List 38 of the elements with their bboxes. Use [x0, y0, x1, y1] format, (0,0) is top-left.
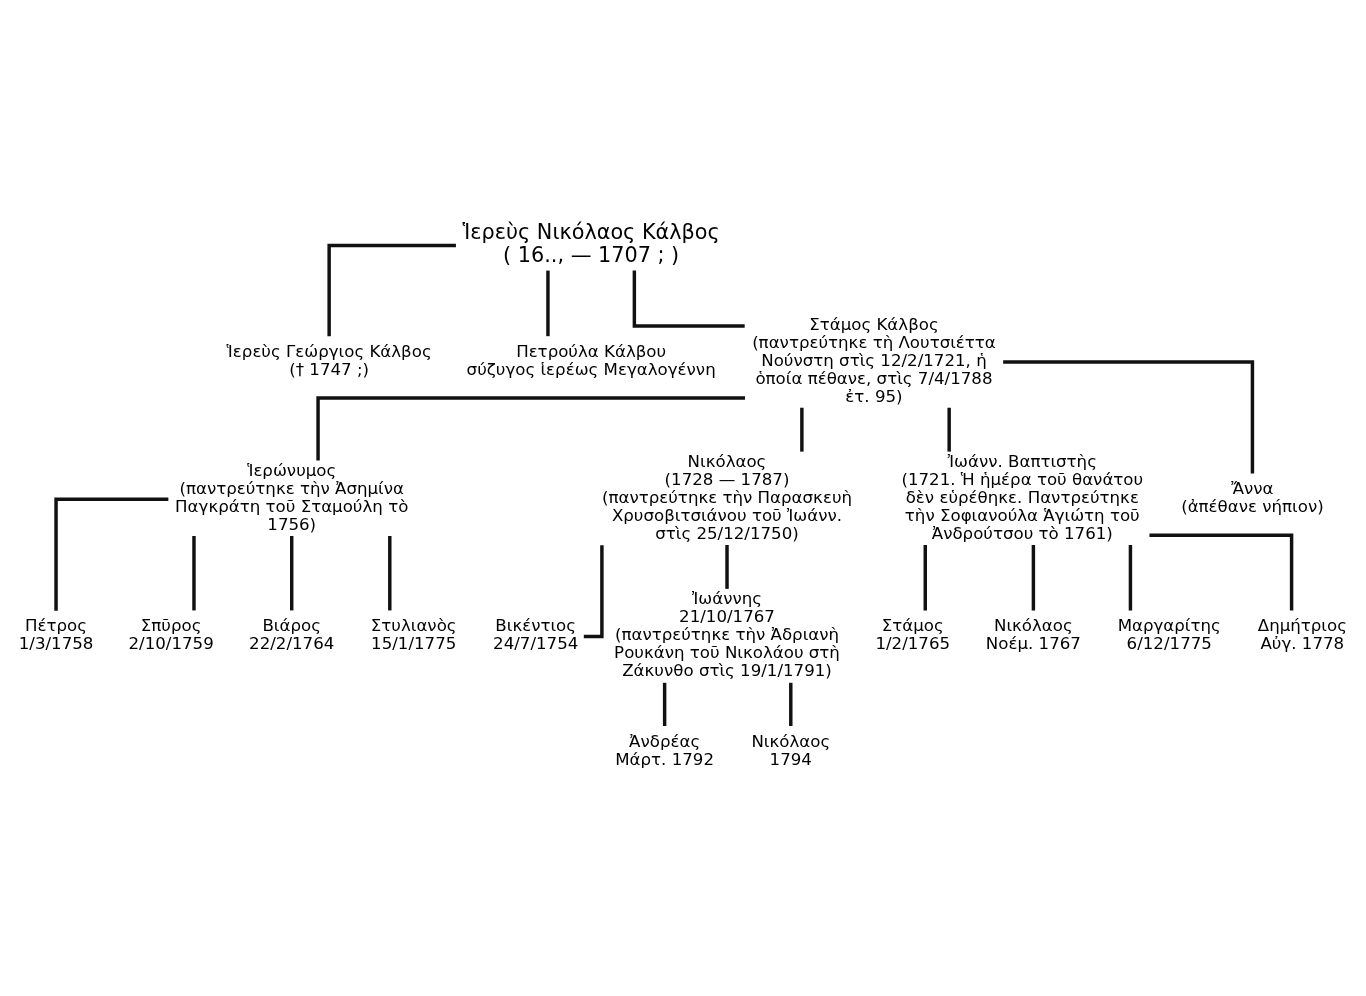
node-text: Ἱερώνυμος (παντρεύτηκε τὴν Ἀσημίνα Παγκράτη τοῦ Σταμούλη τὸ 1756)	[175, 460, 409, 534]
connector	[632, 270, 745, 328]
connector	[1003, 359, 1255, 473]
connector	[923, 544, 927, 611]
node-text: Ἰωάννης 21/10/1767 (παντρεύτηκε τὴν Ἀδριανὴ Ρουκάνη τοῦ Νικολάου στὴ Ζάκυνθο στὶς 19/1/1791)	[614, 588, 840, 680]
connector	[662, 682, 667, 726]
connector	[546, 270, 550, 336]
node-text: Δημήτριος Αὐγ. 1778	[1257, 615, 1347, 653]
node-text: Βικέντιος 24/7/1754	[493, 615, 579, 653]
node-text: Πέτρος 1/3/1758	[18, 615, 94, 653]
node-text: Μαργαρίτης 6/12/1775	[1117, 615, 1221, 653]
connector	[192, 535, 196, 610]
node-text: Στάμος 1/2/1765	[875, 615, 951, 653]
node-text: Στυλιανὸς 15/1/1775	[370, 615, 457, 653]
connector	[1128, 544, 1133, 611]
node-text: Ἄννα (ἀπέθανε νήπιον)	[1181, 478, 1324, 516]
node-text: Ἰωάνν. Βαπτιστὴς (1721. Ἡ ἡμέρα τοῦ θανάτου δὲν εὑρέθηκε. Παντρεύτηκε τὴν Σοφιανούλα Ἁγιώτη τοῦ Ἀνδρούτσου τὸ 1761)	[901, 451, 1144, 543]
node-text: Ἱερεὺς Γεώργιος Κάλβος († 1747 ;)	[226, 341, 432, 379]
node-text: Νικόλαος 1794	[751, 731, 831, 769]
connector	[800, 407, 804, 452]
node-text: Πετρούλα Κάλβου σύζυγος ἱερέως Μεγαλογέννη	[466, 341, 716, 379]
connector	[388, 535, 392, 610]
connector	[316, 395, 745, 460]
connector	[1149, 533, 1294, 610]
connector	[947, 407, 951, 452]
node-text: Νικόλαος (1728 — 1787) (παντρεύτηκε τὴν Παρασκευὴ Χρυσοβιτσιάνου τοῦ Ἰωάνν. στὶς 25/12/1750)	[601, 451, 853, 543]
node-text: Σπῦρος 2/10/1759	[128, 615, 214, 653]
node-text: Στάμος Κάλβος (παντρεύτηκε τὴ Λουτσιέττα Νούνστη στὶς 12/2/1721, ἡ ὁποία πέθανε, στὶς 7/4/1788 ἐτ. 95)	[752, 314, 996, 406]
node-text: Βιάρος 22/2/1764	[249, 615, 335, 653]
connector	[1031, 544, 1036, 611]
connector	[54, 496, 169, 611]
node-text: Νικόλαος Νοέμ. 1767	[985, 615, 1081, 653]
connector	[327, 243, 456, 336]
connector	[289, 535, 294, 610]
connector	[789, 682, 793, 726]
node-text: Ἱερεὺς Νικόλαος Κάλβος ( 16.., — 1707 ; )	[462, 219, 720, 267]
connector	[725, 544, 729, 589]
node-text: Ἀνδρέας Μάρτ. 1792	[615, 731, 715, 769]
